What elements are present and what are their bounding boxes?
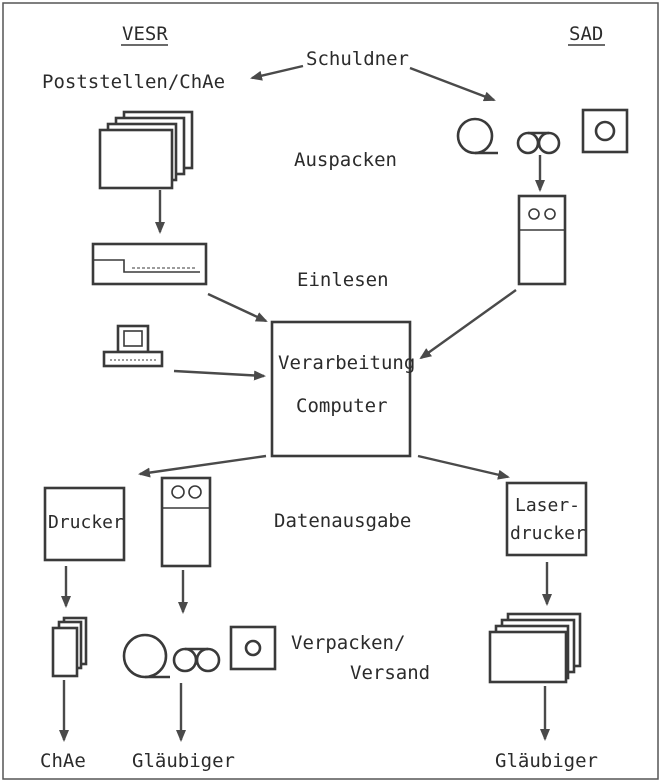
output-glaeubiger-left-label: Gläubiger [132,750,235,772]
tape-reel-icon [456,117,498,155]
verpacken-label-1: Verpacken/ [291,632,405,654]
tape-drive-output-icon [160,476,212,568]
computer-label-2: Computer [296,395,388,417]
verpacken-label-2: Versand [350,662,430,684]
computer-label-1: Verarbeitung [278,352,415,374]
terminal-icon [102,324,164,368]
arrow-reader-to-computer [207,292,268,323]
cassette-bottom-icon [172,647,221,673]
tape-reel-bottom-icon [122,633,170,679]
diskette-bottom-icon [229,625,277,671]
computer-box [270,320,412,458]
document-stack-icon [98,110,194,190]
arrow-schuldner-to-sad [409,66,496,102]
schuldner-label: Schuldner [306,48,409,70]
arrow-schuldner-to-poststellen [250,64,304,81]
drucker-label: Drucker [48,512,124,533]
arrow-computer-to-laser [417,454,510,480]
printer-box [43,486,126,562]
laser-label-1: Laser- [515,495,580,516]
header-sad: SAD [569,23,603,45]
tape-drive-icon [517,194,567,286]
diskette-icon [581,108,629,154]
document-stack-output-icon [488,612,582,684]
poststellen-label: Poststellen/ChAe [42,71,225,93]
laser-label-2: drucker [510,523,586,544]
small-document-stack-icon [51,616,88,678]
einlesen-label: Einlesen [297,269,389,291]
arrow-drive-to-computer [419,289,517,360]
arrow-terminal-to-computer [173,369,266,381]
cassette-icon [516,131,561,155]
auspacken-label: Auspacken [294,149,397,171]
arrow-computer-to-printers [138,454,267,478]
header-vesr: VESR [122,23,168,45]
document-reader-icon [91,242,208,286]
output-glaeubiger-right-label: Gläubiger [495,750,598,772]
datenausgabe-label: Datenausgabe [274,510,411,532]
output-chae-label: ChAe [40,750,86,772]
laser-printer-box [505,481,588,557]
